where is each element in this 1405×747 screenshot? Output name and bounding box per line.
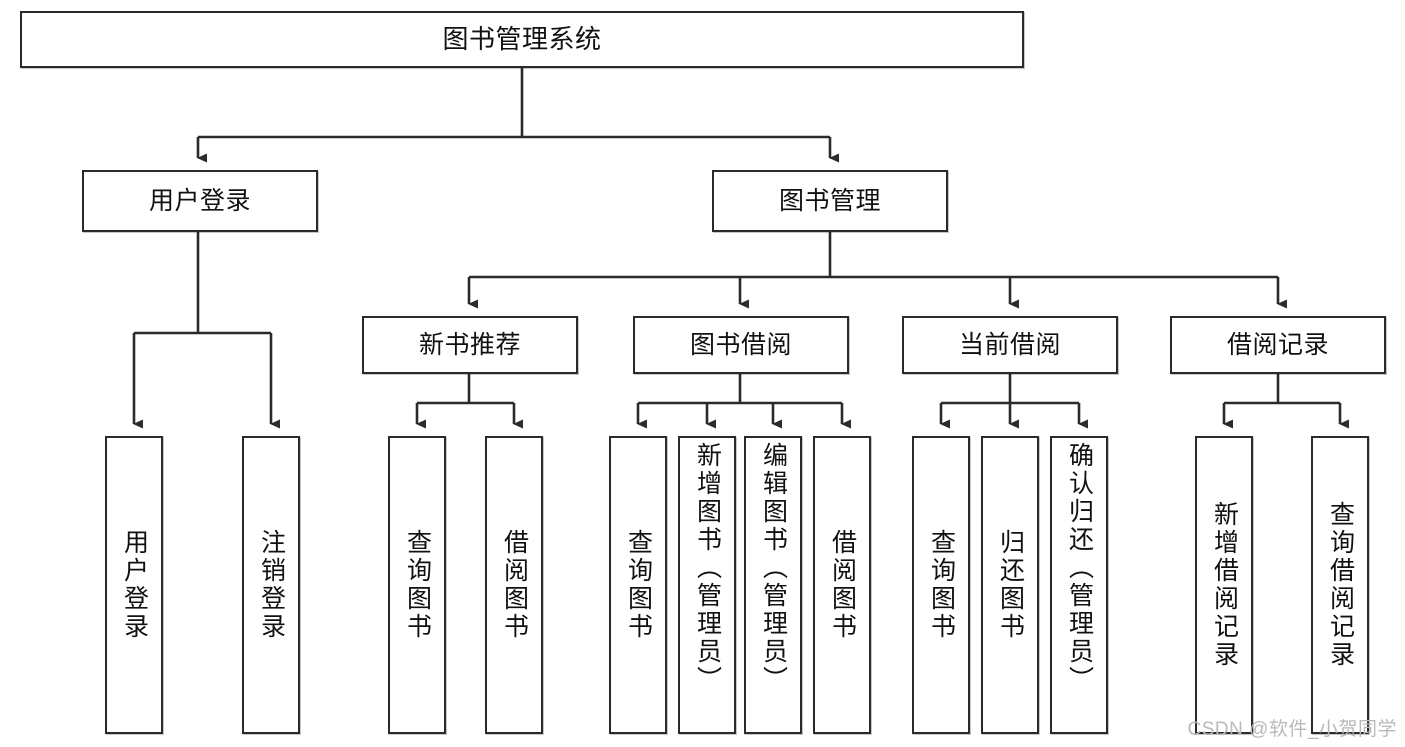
node-leaf-query-borrow-record[interactable]: 查询借阅记录 [1311,436,1369,734]
node-leaf-add-borrow-record[interactable]: 新增借阅记录 [1195,436,1253,734]
node-label: 查询图书 [403,529,432,641]
node-label: 查询图书 [624,529,653,641]
node-label: 借阅图书 [500,529,529,641]
node-label: 图书管理系统 [442,23,602,54]
node-root-book-management-system[interactable]: 图书管理系统 [20,11,1024,68]
node-label: 编辑图书（管理员） [759,442,788,694]
node-leaf-add-book-admin[interactable]: 新增图书（管理员） [678,436,736,734]
node-leaf-borrow-book-bb[interactable]: 借阅图书 [813,436,871,734]
node-leaf-query-book-nb[interactable]: 查询图书 [388,436,446,734]
node-label: 当前借阅 [958,331,1061,359]
node-leaf-return-book[interactable]: 归还图书 [981,436,1039,734]
node-book-borrow[interactable]: 图书借阅 [633,316,849,374]
node-label: 新增图书（管理员） [693,442,722,694]
node-leaf-query-book-bb[interactable]: 查询图书 [609,436,667,734]
node-label: 借阅记录 [1226,331,1329,359]
node-label: 查询图书 [927,529,956,641]
node-label: 借阅图书 [828,529,857,641]
node-user-login[interactable]: 用户登录 [82,170,318,232]
node-label: 新增借阅记录 [1210,501,1239,669]
node-leaf-borrow-book-nb[interactable]: 借阅图书 [485,436,543,734]
node-label: 新书推荐 [418,331,521,359]
watermark-text: CSDN @软件_小贺同学 [1187,719,1397,740]
node-label: 用户登录 [148,187,251,215]
node-book-management[interactable]: 图书管理 [712,170,948,232]
node-label: 归还图书 [996,529,1025,641]
node-label: 注销登录 [257,529,286,641]
node-leaf-logout[interactable]: 注销登录 [242,436,300,734]
node-label: 图书管理 [778,187,881,215]
node-borrow-record[interactable]: 借阅记录 [1170,316,1386,374]
node-label: 查询借阅记录 [1326,501,1355,669]
node-leaf-edit-book-admin[interactable]: 编辑图书（管理员） [744,436,802,734]
node-label: 图书借阅 [689,331,792,359]
node-leaf-confirm-return-admin[interactable]: 确认归还（管理员） [1050,436,1108,734]
node-leaf-query-book-cb[interactable]: 查询图书 [912,436,970,734]
node-new-book-recommend[interactable]: 新书推荐 [362,316,578,374]
node-label: 用户登录 [120,529,149,641]
node-label: 确认归还（管理员） [1065,442,1094,694]
node-current-borrow[interactable]: 当前借阅 [902,316,1118,374]
node-leaf-user-login[interactable]: 用户登录 [105,436,163,734]
